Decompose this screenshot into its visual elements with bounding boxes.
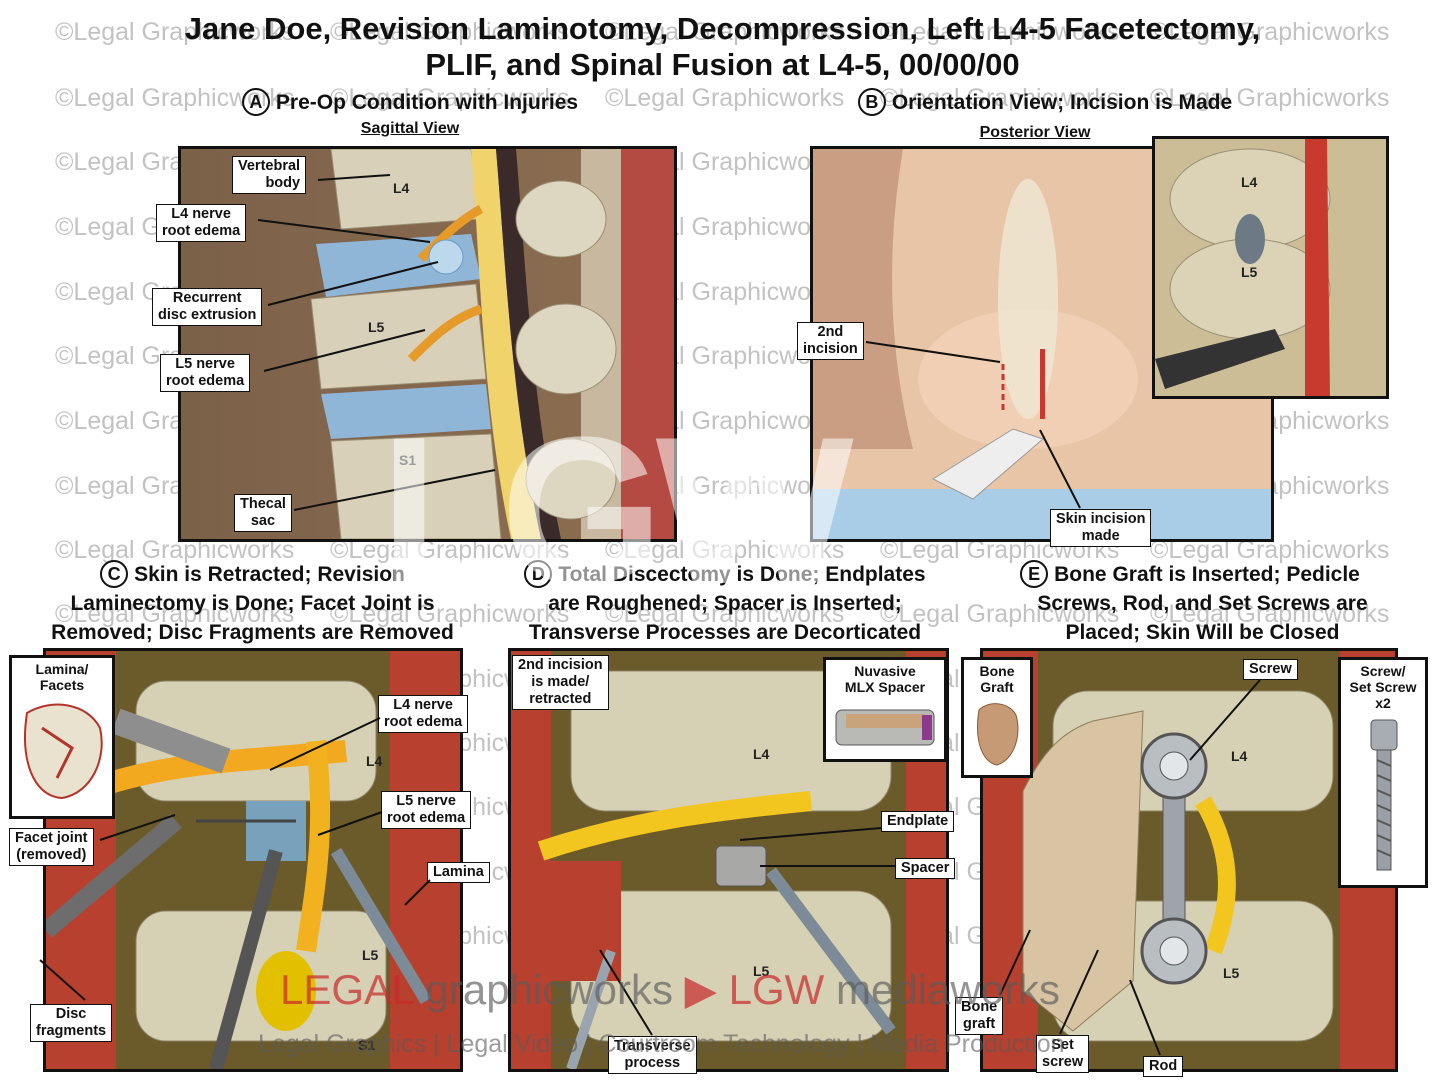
watermark-text: ©Legal Graphicworks [605, 84, 845, 112]
panel-b-title-text: Orientation View; Incision is Made [891, 91, 1233, 114]
panel-e-letter: E [1020, 560, 1049, 588]
panel-d-l4-label: L4 [753, 746, 770, 762]
panel-b-inset-l4-label: L4 [1241, 174, 1258, 190]
panel-d-title-line-3: Transverse Processes are Decorticated [528, 621, 922, 644]
panel-e-l4-label: L4 [1231, 748, 1248, 764]
panel-d-title-line-2: are Roughened; Spacer is Inserted; [548, 592, 902, 615]
main-title-line-2: PLIF, and Spinal Fusion at L4-5, 00/00/0… [425, 47, 1020, 82]
panel-c-l5-label: L5 [362, 947, 379, 963]
panel-e-title-line-3: Placed; Skin Will be Closed [1065, 621, 1340, 644]
panel-c-s1-label: S1 [358, 1037, 376, 1053]
panel-c-illustration: L4 L5 S1 [43, 648, 463, 1072]
panel-e-illustration: L4 L5 [980, 648, 1398, 1072]
panel-d-l5-label: L5 [753, 963, 770, 979]
panel-c-l4-label: L4 [366, 753, 383, 769]
panel-c-letter: C [100, 560, 129, 588]
panel-a-illustration: L4 L5 S1 [178, 146, 677, 542]
panel-d-endplate-label: Endplate [881, 811, 955, 832]
panel-d-title-line-1: Total Discectomy is Done; Endplates [558, 563, 926, 586]
panel-c-inset-title: Lamina/Facets [35, 661, 89, 693]
panel-c-lamina-label: Lamina [427, 862, 490, 883]
panel-c-lamina-inset: Lamina/Facets [9, 655, 115, 819]
panel-e-rod-label: Rod [1143, 1056, 1184, 1077]
panel-b-view-label: Posterior View [979, 124, 1091, 141]
panel-e-screw-label: Screw [1243, 659, 1298, 680]
panel-d-spacer-label: Spacer [895, 858, 956, 879]
panel-b-zoom-inset: L4 L5 [1152, 136, 1389, 399]
panel-e-l5-label: L5 [1223, 965, 1240, 981]
panel-e-title-line-2: Screws, Rod, and Set Screws are [1037, 592, 1368, 615]
panel-b-inset-l5-label: L5 [1241, 264, 1258, 280]
panel-a-letter: A [241, 88, 270, 116]
panel-c-facet-joint-label: Facet joint(removed) [9, 828, 94, 866]
panel-b-letter: B [857, 88, 886, 116]
panel-a-s1-label: S1 [399, 452, 417, 468]
panel-a-l4-label: L4 [393, 180, 410, 196]
panel-a-view-label: Sagittal View [360, 120, 460, 137]
panel-e-title-line-1: Bone Graft is Inserted; Pedicle [1054, 563, 1360, 586]
main-title-line-1: Jane Doe, Revision Laminotomy, Decompres… [184, 11, 1261, 46]
panel-c-title-line-3: Removed; Disc Fragments are Removed [51, 621, 454, 644]
panel-d-letter: D [524, 560, 553, 588]
panel-a-l5-label: L5 [368, 319, 385, 335]
panel-c-title-line-1: Skin is Retracted; Revision [134, 563, 405, 586]
panel-a-title-text: Pre-Op Condition with Injuries [275, 91, 579, 114]
panel-c-title-line-2: Laminectomy is Done; Facet Joint is [70, 592, 435, 615]
